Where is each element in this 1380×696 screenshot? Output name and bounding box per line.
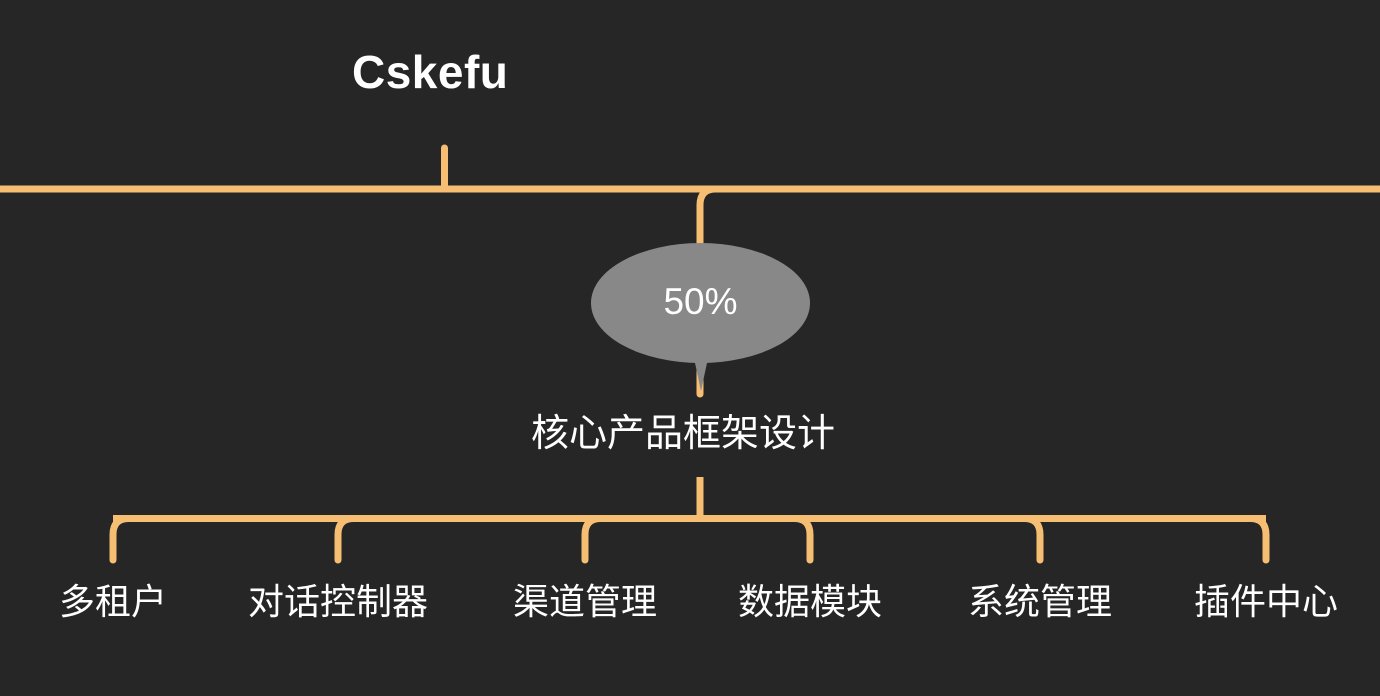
leaf-elbow-2	[581, 515, 621, 564]
leaf-elbow-0	[109, 515, 149, 564]
leaf-elbow-1	[334, 515, 374, 564]
leaf-label-0[interactable]: 多租户	[58, 581, 168, 622]
progress-bubble-tail-icon	[671, 351, 731, 391]
center-node-label[interactable]: 核心产品框架设计	[531, 413, 836, 455]
leaf-label-3[interactable]: 数据模块	[737, 581, 883, 622]
leaf-elbow-5	[1230, 515, 1270, 564]
leaf-label-2[interactable]: 渠道管理	[512, 581, 658, 622]
leaf-label-1[interactable]: 对话控制器	[247, 581, 429, 622]
progress-bubble[interactable]: 50%	[591, 243, 810, 391]
leaf-elbow-4	[1004, 515, 1044, 564]
progress-bubble-ellipse	[591, 243, 810, 363]
leaf-label-4[interactable]: 系统管理	[967, 581, 1113, 622]
root-title[interactable]: Cskefu	[352, 46, 509, 98]
progress-bubble-value: 50%	[663, 281, 738, 322]
leaf-label-5[interactable]: 插件中心	[1193, 581, 1339, 622]
spine-to-bubble-elbow	[696, 185, 760, 250]
leaf-elbow-3	[774, 515, 814, 564]
